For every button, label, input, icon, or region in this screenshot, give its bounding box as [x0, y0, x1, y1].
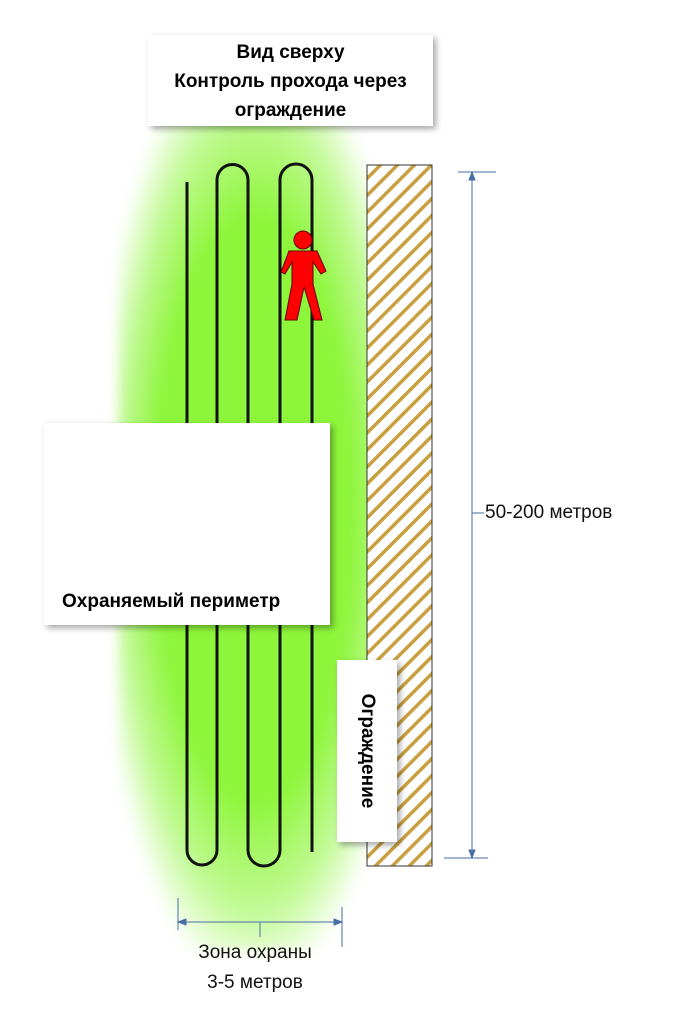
title-box: Вид сверху Контроль прохода через огражд… — [148, 35, 433, 126]
title-line-1: Вид сверху — [236, 42, 345, 63]
fence-label: Ограждение — [357, 693, 378, 809]
sensor-cable — [185, 162, 314, 868]
zone-label: Зона охраны 3-5 метров — [165, 938, 345, 998]
perimeter-label: Охраняемый периметр — [62, 591, 281, 612]
length-label: 50-200 метров — [485, 502, 613, 523]
title-line-3: ограждение — [234, 100, 347, 121]
fence-label-box: Ограждение — [337, 660, 397, 842]
zone-label-line-2: 3-5 метров — [207, 972, 303, 993]
perimeter-box: Охраняемый периметр — [44, 423, 330, 625]
length-dimension — [444, 170, 496, 860]
zone-dimension — [176, 898, 344, 947]
title-line-2: Контроль прохода через — [174, 71, 407, 92]
zone-label-line-1: Зона охраны — [198, 942, 312, 963]
intruder-icon — [280, 230, 327, 321]
